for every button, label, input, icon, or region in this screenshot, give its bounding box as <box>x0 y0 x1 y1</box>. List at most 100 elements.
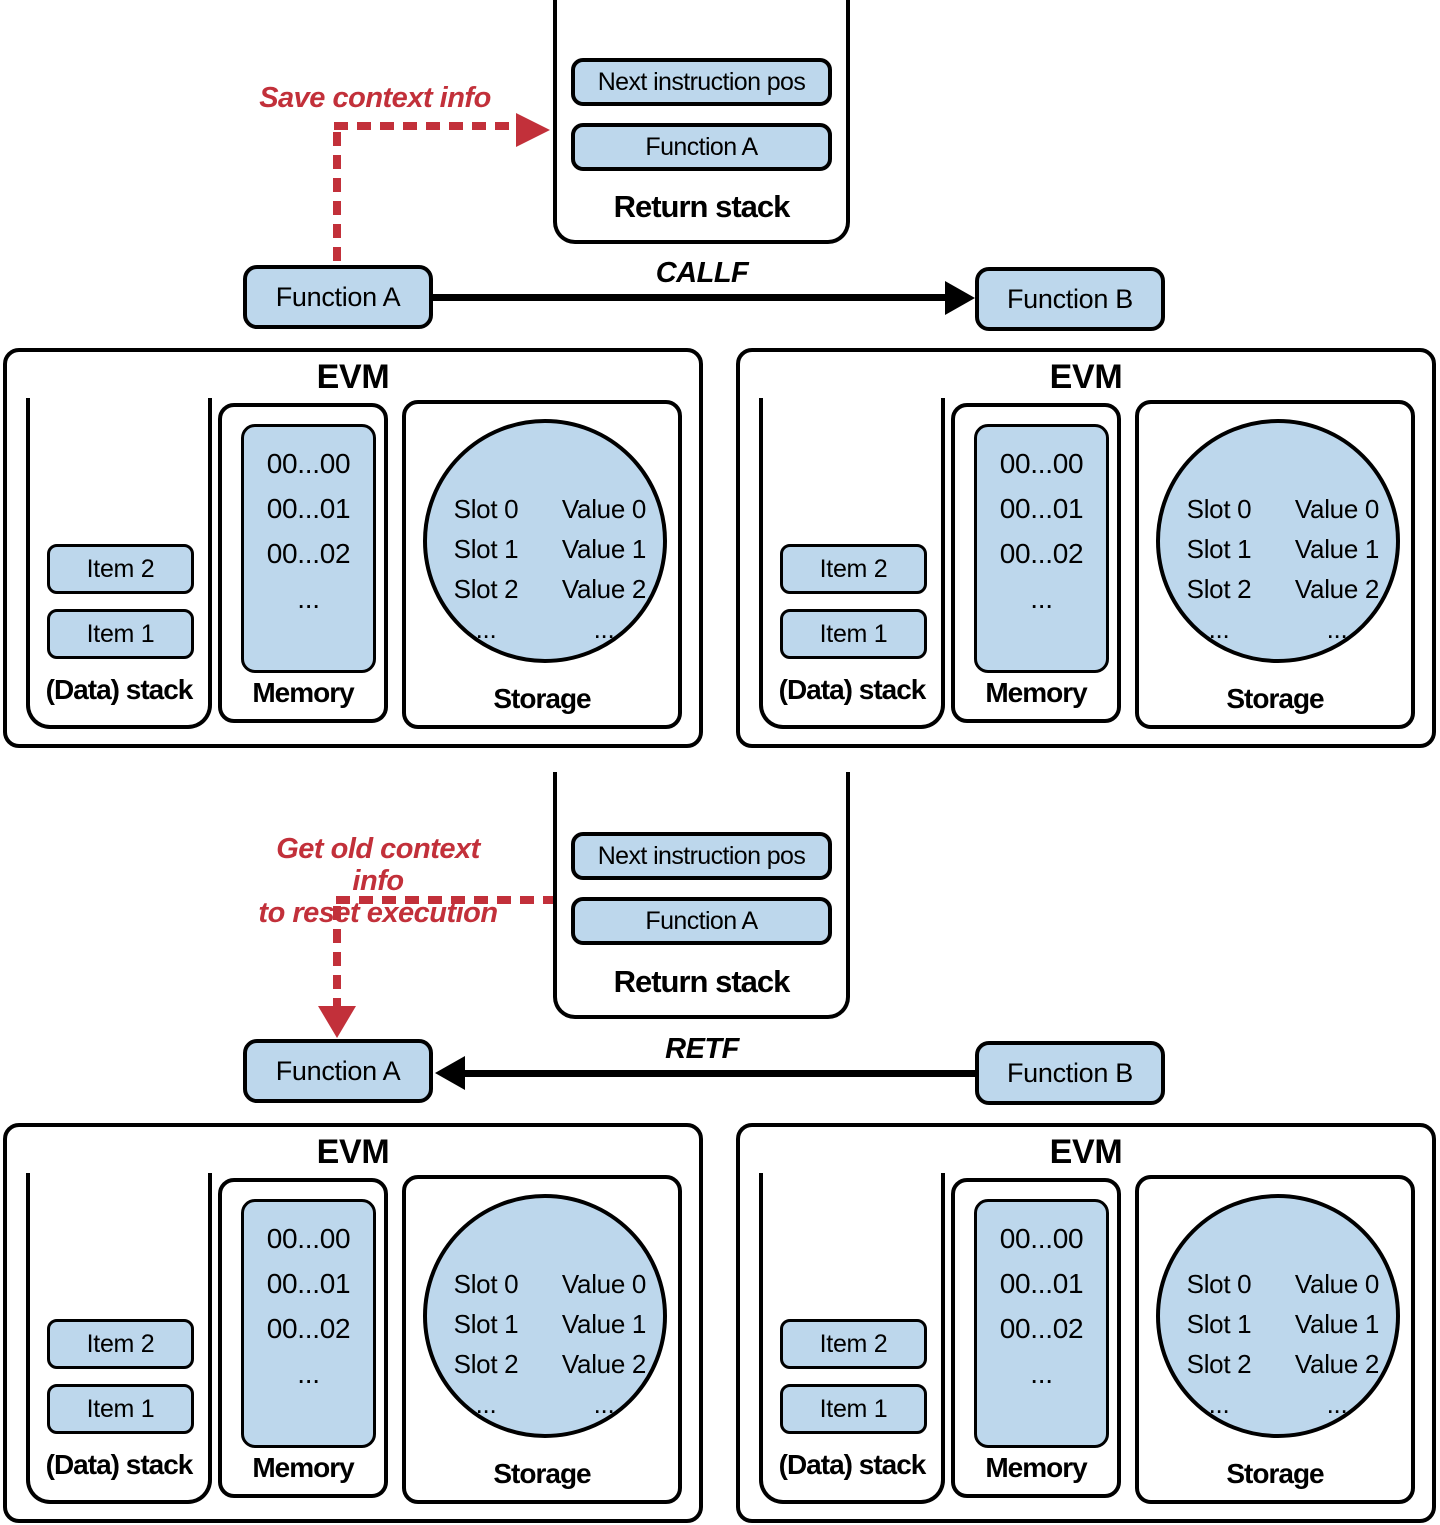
storage-row: Slot 0 Value 0 <box>427 489 663 529</box>
storage-label: Storage <box>493 1458 591 1489</box>
memory-cells: 00...00 00...01 00...02 ... <box>241 1199 376 1448</box>
storage-container: Slot 0 Value 0 Slot 1 Value 1 Slot 2 Value … <box>402 400 682 729</box>
evm-panel: EVM Item 2 Item 1 (Data) stack 00...00 0… <box>736 1123 1436 1523</box>
value-cell: Value 1 <box>561 534 647 564</box>
return-stack-bottom: Next instruction pos Function A Return s… <box>553 772 850 1019</box>
value-cell: ... <box>593 1389 615 1419</box>
memory-cells: 00...00 00...01 00...02 ... <box>974 424 1109 673</box>
value-cell: Value 1 <box>561 1309 647 1339</box>
data-stack-container: Item 2 Item 1 (Data) stack <box>759 398 945 729</box>
memory-label: Memory <box>985 1452 1087 1483</box>
storage-row: ...... <box>427 1384 663 1424</box>
memory-cell: 00...01 <box>266 1268 351 1299</box>
memory-label: Memory <box>985 677 1087 708</box>
value-cell: ... <box>593 614 615 644</box>
storage-row: ...... <box>1160 609 1396 649</box>
return-stack-label: Return stack <box>613 964 791 999</box>
save-context-note: Save context info <box>259 82 491 114</box>
memory-cell: ... <box>1030 1358 1053 1389</box>
memory-cell: 00...02 <box>999 538 1084 569</box>
memory-container: 00...00 00...01 00...02 ... Memory <box>218 403 388 723</box>
value-cell: Value 2 <box>561 574 647 604</box>
get-context-note: Get old context info to reset execution <box>258 833 498 929</box>
value-cell: Value 2 <box>561 1349 647 1379</box>
storage-row: ...... <box>427 609 663 649</box>
slot-cell: Slot 1 <box>1186 534 1252 564</box>
storage-row: Slot 2 Value 2 <box>427 569 663 609</box>
storage-circle: Slot 0 Value 0 Slot 1 Value 1 Slot 2 Value … <box>423 419 667 663</box>
memory-cell: ... <box>297 583 320 614</box>
function-b-box-bottom: Function B <box>975 1041 1165 1105</box>
get-context-note-line1: Get old context info <box>276 833 480 897</box>
red-arrowhead-down-icon <box>318 1006 356 1038</box>
return-stack-label: Return stack <box>613 189 791 224</box>
function-a-box-bottom: Function A <box>243 1039 433 1103</box>
slot-cell: Slot 0 <box>453 1269 519 1299</box>
value-cell: Value 2 <box>1294 574 1380 604</box>
data-stack-label: (Data) stack <box>45 1449 194 1480</box>
return-stack-item: Function A <box>571 897 832 945</box>
storage-row: Slot 2 Value 2 <box>1160 569 1396 609</box>
evm-panel: EVM Item 2 Item 1 (Data) stack 00...00 0… <box>3 1123 703 1523</box>
callf-arrow-line <box>433 294 947 301</box>
return-stack-item: Next instruction pos <box>571 58 832 106</box>
value-cell: Value 1 <box>1294 1309 1380 1339</box>
stack-item: Item 2 <box>47 544 194 594</box>
storage-row: Slot 1 Value 1 <box>1160 529 1396 569</box>
value-cell: Value 1 <box>1294 534 1380 564</box>
stack-item: Item 1 <box>47 1384 194 1434</box>
memory-cell: 00...02 <box>266 1313 351 1344</box>
memory-cell: 00...01 <box>999 1268 1084 1299</box>
storage-row: Slot 2 Value 2 <box>427 1344 663 1384</box>
value-cell: ... <box>1326 1389 1348 1419</box>
stack-item: Item 1 <box>780 1384 927 1434</box>
slot-cell: ... <box>1208 1389 1230 1419</box>
memory-container: 00...00 00...01 00...02 ... Memory <box>951 1178 1121 1498</box>
memory-cell: 00...00 <box>266 448 351 479</box>
slot-cell: Slot 2 <box>1186 574 1252 604</box>
memory-container: 00...00 00...01 00...02 ... Memory <box>218 1178 388 1498</box>
callf-arrowhead-icon <box>945 281 975 315</box>
data-stack-label: (Data) stack <box>778 674 927 705</box>
dashed-line-vertical <box>333 906 341 1006</box>
dashed-line-horizontal <box>336 896 553 904</box>
stack-item: Item 2 <box>47 1319 194 1369</box>
return-stack-item: Next instruction pos <box>571 832 832 880</box>
memory-cell: ... <box>297 1358 320 1389</box>
memory-cell: 00...01 <box>999 493 1084 524</box>
value-cell: Value 2 <box>1294 1349 1380 1379</box>
data-stack-label: (Data) stack <box>45 674 194 705</box>
return-stack-top: Next instruction pos Function A Return s… <box>553 0 850 244</box>
slot-cell: Slot 2 <box>453 1349 519 1379</box>
function-a-box-top: Function A <box>243 265 433 329</box>
memory-cell: 00...01 <box>266 493 351 524</box>
slot-cell: Slot 1 <box>453 534 519 564</box>
dashed-line-horizontal <box>334 122 516 130</box>
value-cell: Value 0 <box>561 494 647 524</box>
slot-cell: Slot 2 <box>453 574 519 604</box>
storage-label: Storage <box>1226 683 1324 714</box>
memory-cell: 00...00 <box>999 448 1084 479</box>
retf-label: RETF <box>665 1033 739 1065</box>
evm-panel: EVM Item 2 Item 1 (Data) stack 00...00 0… <box>3 348 703 748</box>
slot-cell: ... <box>475 614 497 644</box>
slot-cell: Slot 0 <box>453 494 519 524</box>
red-arrowhead-right-icon <box>516 113 550 147</box>
memory-cell: 00...02 <box>266 538 351 569</box>
evm-title: EVM <box>316 1133 390 1171</box>
memory-cell: ... <box>1030 583 1053 614</box>
memory-cell: 00...02 <box>999 1313 1084 1344</box>
stack-item: Item 1 <box>47 609 194 659</box>
slot-cell: ... <box>1208 614 1230 644</box>
value-cell: Value 0 <box>1294 1269 1380 1299</box>
slot-cell: Slot 0 <box>1186 494 1252 524</box>
